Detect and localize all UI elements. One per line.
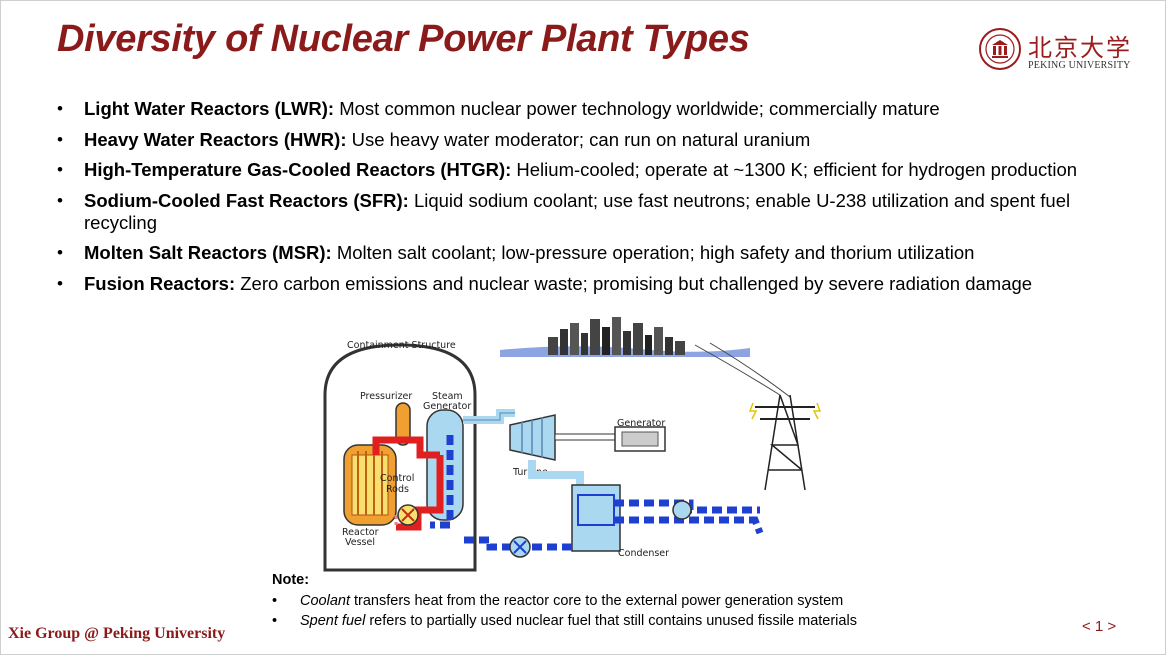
bullet-desc: Use heavy water moderator; can run on na… xyxy=(346,128,811,150)
bullet-term: Light Water Reactors (LWR): xyxy=(84,98,335,119)
label-generator: Generator xyxy=(617,418,665,429)
note-list: Coolant transfers heat from the reactor … xyxy=(272,591,1032,631)
bullet-term: Fusion Reactors: xyxy=(84,272,236,294)
city-skyline-icon xyxy=(500,317,750,357)
bullet-lwr: Light Water Reactors (LWR): Most common … xyxy=(57,98,1147,120)
logo-chinese-text: 北京大学 xyxy=(1028,34,1132,62)
bullet-fusion: Fusion Reactors: Zero carbon emissions a… xyxy=(57,273,1147,295)
bullet-term: Heavy Water Reactors (HWR): xyxy=(84,128,347,150)
bullet-htgr: High-Temperature Gas-Cooled Reactors (HT… xyxy=(57,159,1147,181)
note-desc: refers to partially used nuclear fuel th… xyxy=(365,613,857,629)
label-control-2: Rods xyxy=(386,484,409,495)
reactor-type-list: Light Water Reactors (LWR): Most common … xyxy=(57,98,1147,303)
bullet-desc: Most common nuclear power technology wor… xyxy=(334,98,940,119)
label-control-1: Control xyxy=(380,473,414,484)
note-item-spent-fuel: Spent fuel refers to partially used nucl… xyxy=(272,611,1032,631)
bullet-term: Molten Salt Reactors (MSR): xyxy=(84,242,332,263)
logo-english-text: PEKING UNIVERSITY xyxy=(1028,60,1131,71)
cooling-pump-icon xyxy=(672,500,692,520)
university-logo: 北京大学 PEKING UNIVERSITY xyxy=(976,24,1136,76)
label-steam-2: Generator xyxy=(423,401,471,412)
note-desc: transfers heat from the reactor core to … xyxy=(349,593,844,609)
label-reactor-2: Vessel xyxy=(345,537,375,548)
steam-generator xyxy=(426,409,464,521)
note-box: Note: Coolant transfers heat from the re… xyxy=(272,571,1032,631)
note-term: Spent fuel xyxy=(300,613,366,629)
slide-title: Diversity of Nuclear Power Plant Types xyxy=(57,18,750,60)
label-pressurizer: Pressurizer xyxy=(360,391,412,402)
bullet-desc: Molten salt coolant; low-pressure operat… xyxy=(331,242,975,263)
primary-loop-hot xyxy=(372,436,444,531)
bullet-msr: Molten Salt Reactors (MSR): Molten salt … xyxy=(57,242,1147,264)
label-condenser: Condenser xyxy=(618,548,669,559)
bullet-sfr: Sodium-Cooled Fast Reactors (SFR): Liqui… xyxy=(57,190,1147,234)
label-steam-1: Steam xyxy=(432,391,463,402)
containment-structure xyxy=(323,343,477,572)
pwr-diagram: Containment Structure Pressurizer Steam … xyxy=(323,317,822,572)
page-number: < 1 > xyxy=(1082,618,1117,635)
bullet-term: High-Temperature Gas-Cooled Reactors (HT… xyxy=(84,159,512,180)
pku-seal-icon xyxy=(979,28,1021,70)
bullet-desc: Zero carbon emissions and nuclear waste;… xyxy=(235,272,1033,294)
bullet-desc: Helium-cooled; operate at ~1300 K; effic… xyxy=(511,159,1078,180)
label-containment: Containment Structure xyxy=(347,340,456,351)
note-title: Note: xyxy=(272,572,310,588)
bullet-desc: Liquid sodium coolant; use fast neutrons… xyxy=(84,189,1071,233)
label-reactor-1: Reactor xyxy=(342,527,379,538)
bullet-term: Sodium-Cooled Fast Reactors (SFR): xyxy=(84,189,409,211)
pressurizer xyxy=(395,402,411,446)
transmission-tower-icon xyxy=(748,394,822,491)
note-term: Coolant xyxy=(300,593,350,609)
bullet-hwr: Heavy Water Reactors (HWR): Use heavy wa… xyxy=(57,129,1147,151)
footer-group-name: Xie Group @ Peking University xyxy=(8,625,226,642)
note-item-coolant: Coolant transfers heat from the reactor … xyxy=(272,591,1032,611)
